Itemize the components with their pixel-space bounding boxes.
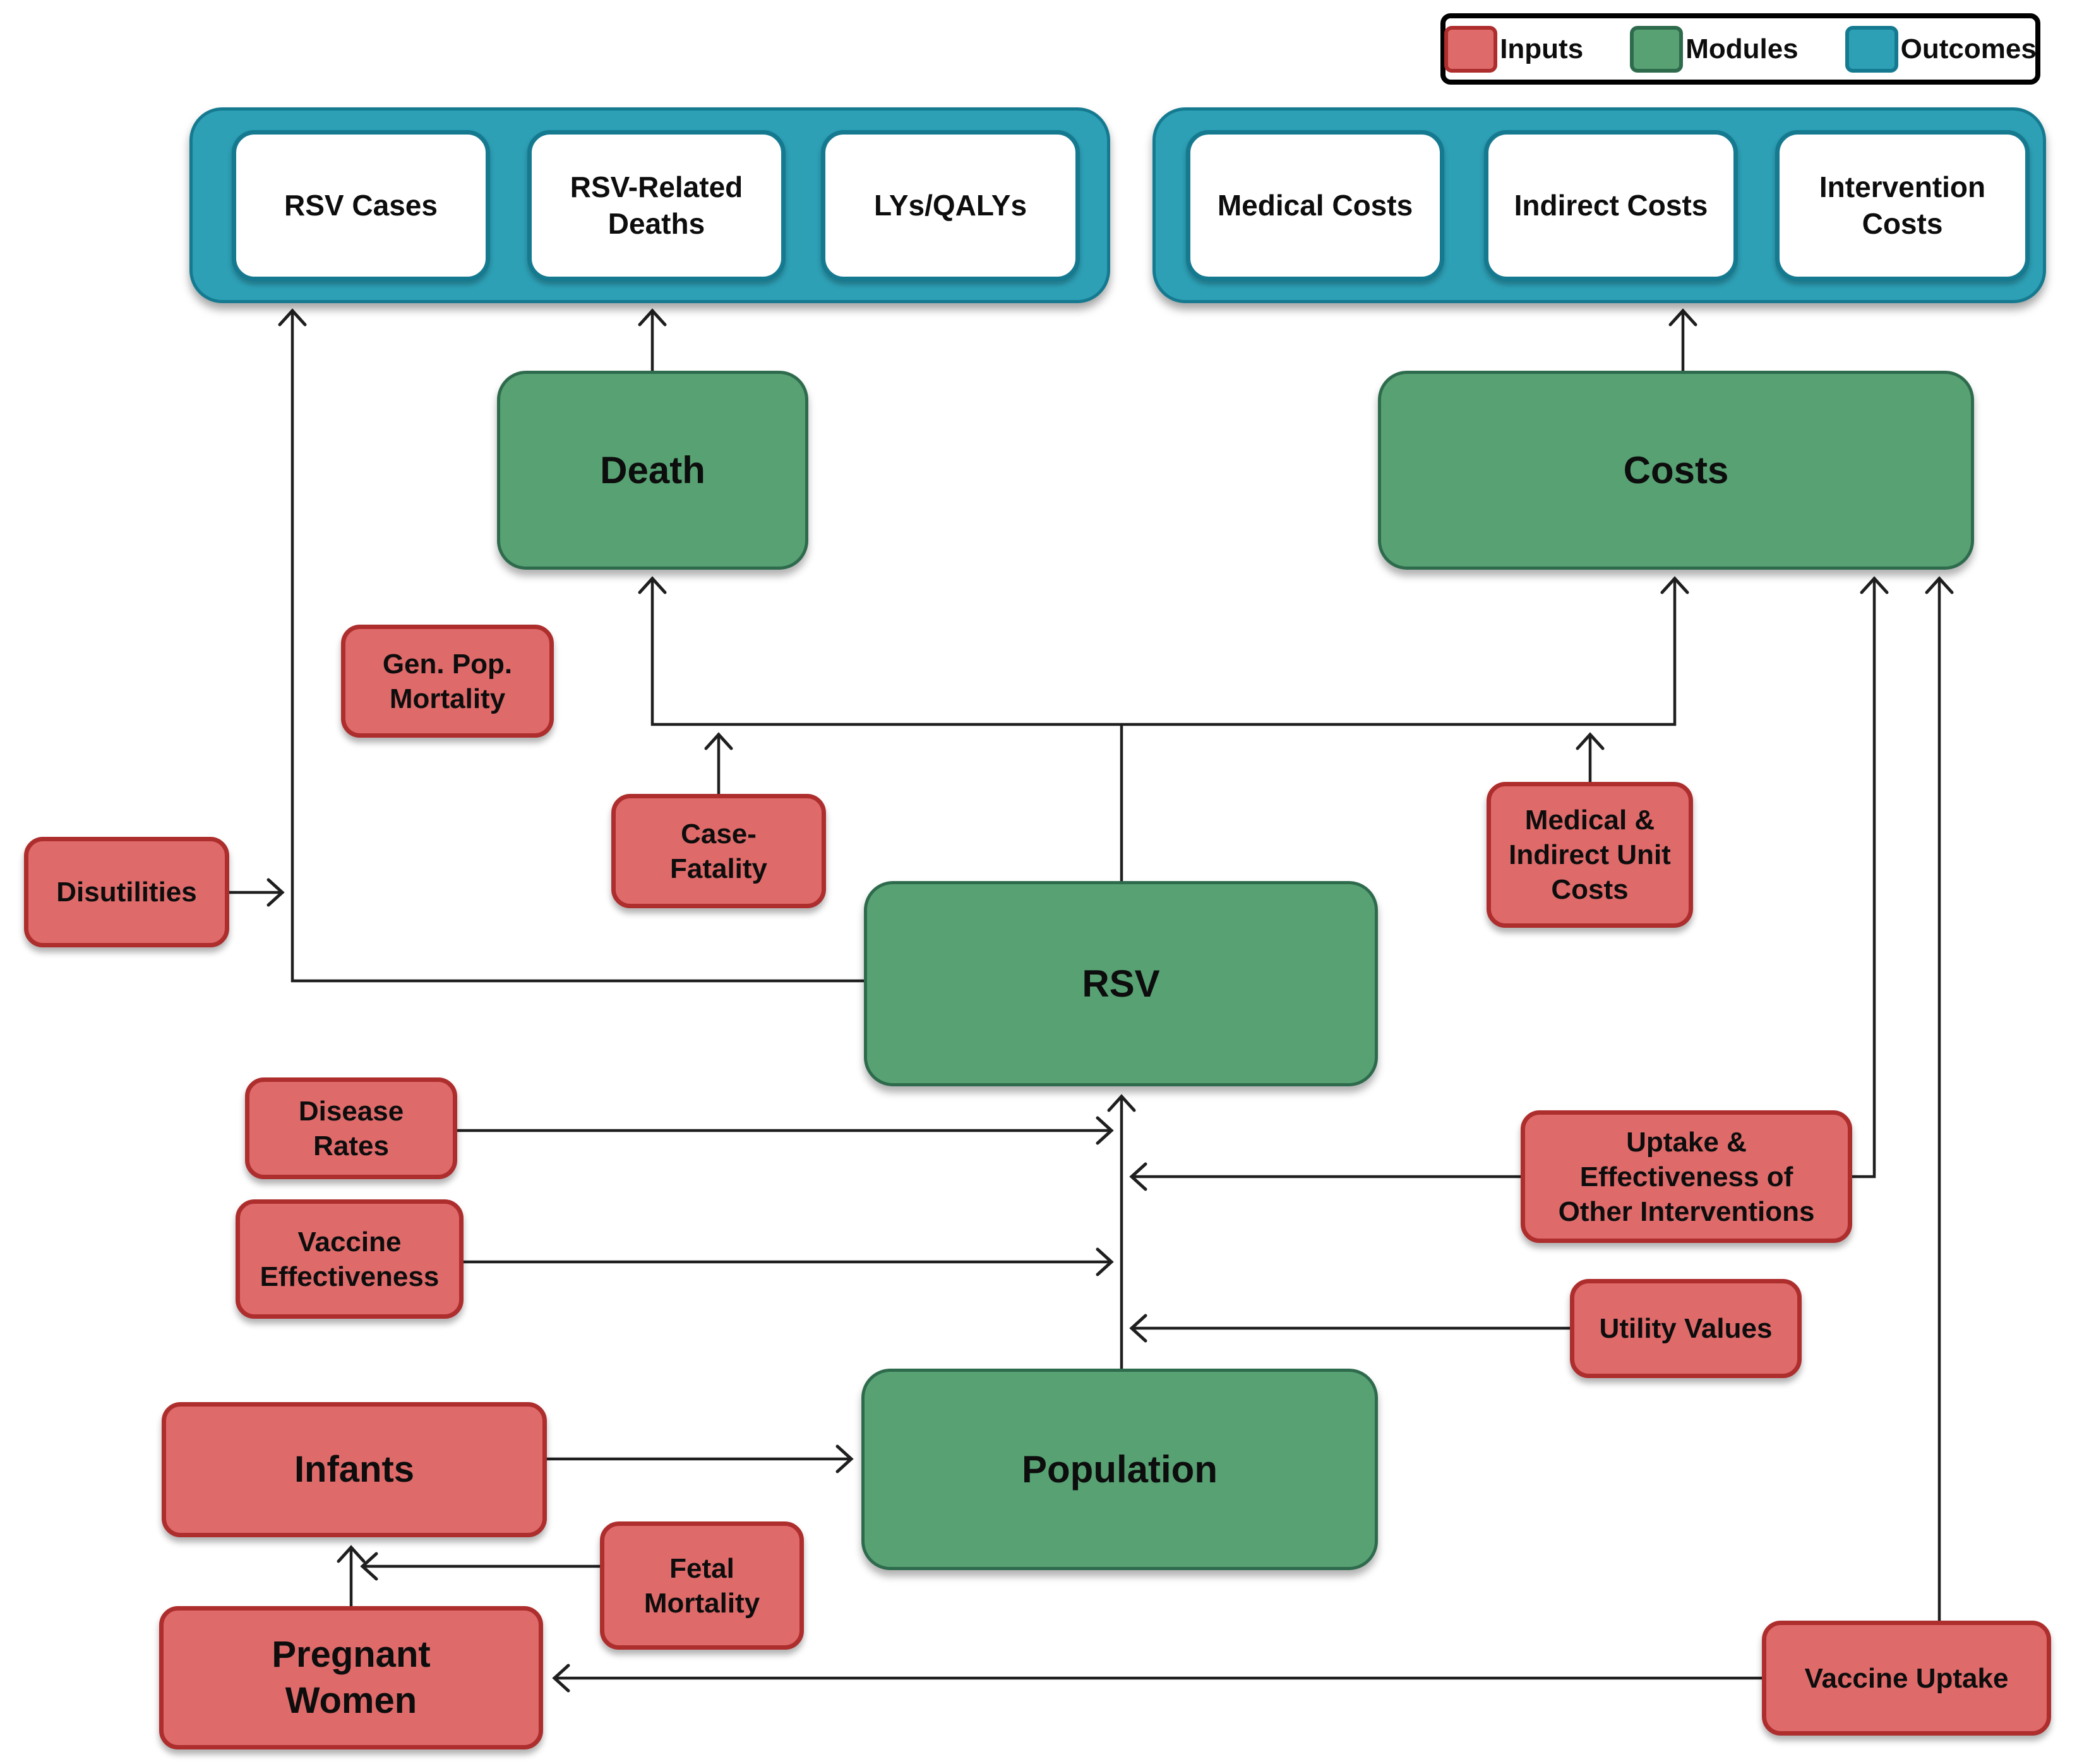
input-vaccine-effectiveness: Vaccine Effectiveness xyxy=(236,1199,464,1319)
outcome-medical-costs: Medical Costs xyxy=(1186,130,1444,281)
legend: Inputs Modules Outcomes xyxy=(1440,13,2040,85)
input-infants: Infants xyxy=(162,1402,547,1537)
outcome-intervention-costs: Intervention Costs xyxy=(1775,130,2030,281)
module-costs: Costs xyxy=(1378,371,1974,570)
input-case-fatality: Case-Fatality xyxy=(611,794,826,908)
input-disutilities: Disutilities xyxy=(24,837,229,947)
outcome-rsv-related-deaths: RSV-Related Deaths xyxy=(527,130,786,281)
module-death: Death xyxy=(497,371,808,570)
legend-item-outcomes: Outcomes xyxy=(1845,25,2037,73)
module-rsv: RSV xyxy=(864,881,1378,1086)
legend-label-modules: Modules xyxy=(1685,33,1799,64)
outcome-rsv-cases: RSV Cases xyxy=(232,130,490,281)
input-medical-indirect-unit-costs: Medical & Indirect Unit Costs xyxy=(1487,782,1693,928)
legend-label-inputs: Inputs xyxy=(1500,33,1584,64)
connector-uptake-to-costs xyxy=(1852,576,1889,1179)
modules-swatch-icon xyxy=(1630,25,1684,73)
inputs-swatch-icon xyxy=(1444,25,1498,73)
outcome-indirect-costs: Indirect Costs xyxy=(1484,130,1738,281)
outcomes-swatch-icon xyxy=(1845,25,1898,73)
outcome-lys-qalys: LYs/QALYs xyxy=(821,130,1080,281)
legend-item-inputs: Inputs xyxy=(1444,25,1584,73)
input-disease-rates: Disease Rates xyxy=(245,1077,457,1179)
input-uptake-effectiveness-other-interventions: Uptake & Effectiveness of Other Interven… xyxy=(1521,1110,1852,1243)
connector-rsv-to-rsv-cases xyxy=(278,308,864,983)
connector-rsv-to-death xyxy=(638,576,1122,726)
legend-item-modules: Modules xyxy=(1630,25,1799,73)
connector-rsv-to-costs xyxy=(1122,576,1689,726)
input-gen-pop-mortality: Gen. Pop. Mortality xyxy=(341,625,554,738)
module-population: Population xyxy=(861,1369,1378,1570)
input-pregnant-women: Pregnant Women xyxy=(159,1606,543,1749)
input-utility-values: Utility Values xyxy=(1570,1279,1802,1378)
input-vaccine-uptake: Vaccine Uptake xyxy=(1762,1621,2051,1736)
input-fetal-mortality: Fetal Mortality xyxy=(600,1521,804,1650)
legend-label-outcomes: Outcomes xyxy=(1900,33,2037,64)
